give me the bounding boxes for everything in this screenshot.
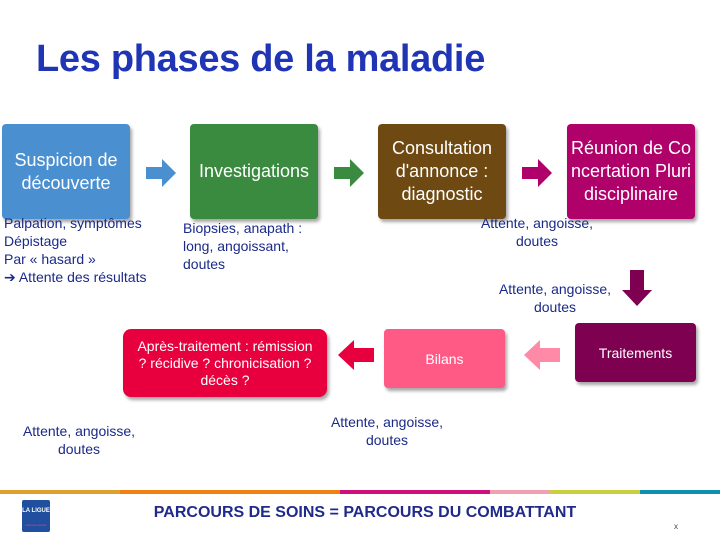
footer-strip — [120, 490, 340, 494]
step-investigations: Investigations — [190, 124, 318, 219]
footer-strip — [640, 490, 720, 494]
footer-strip — [340, 490, 490, 494]
note-suspicion: Palpation, symptômes Dépistage Par « has… — [4, 214, 146, 286]
note-suspicion-line: Palpation, symptômes — [4, 215, 142, 231]
footer-strip — [550, 490, 640, 494]
note-suspicion-line: Par « hasard » — [4, 251, 96, 267]
slide-title: Les phases de la maladie — [36, 38, 486, 80]
note-investigations: Biopsies, anapath : long, angoissant, do… — [183, 220, 303, 272]
step-annonce: Consultation d'annonce : diagnostic — [378, 124, 506, 219]
step-bilans-label: Bilans — [425, 350, 464, 367]
note-suspicion-line: ➔ Attente des résultats — [4, 269, 147, 285]
footer-title: PARCOURS DE SOINS = PARCOURS DU COMBATTA… — [153, 504, 577, 521]
step-bilans: Bilans — [384, 329, 505, 388]
right-arrow-icon — [522, 159, 552, 187]
step-annonce-label: Consultation d'annonce : diagnostic — [391, 138, 493, 204]
note-annonce: Attente, angoisse, doutes — [480, 215, 594, 249]
footer-strip — [490, 490, 550, 494]
down-arrow-icon — [622, 270, 652, 306]
logo-subtext: contre le cancer — [25, 523, 47, 527]
right-arrow-icon — [146, 159, 176, 187]
page-mark: x — [674, 522, 678, 531]
left-arrow-icon — [338, 340, 374, 370]
left-arrow-icon — [524, 340, 560, 370]
note-bilans: Attente, angoisse, doutes — [330, 414, 444, 448]
step-investigations-label: Investigations — [198, 161, 310, 181]
logo-text: LA LIGUE — [22, 508, 50, 514]
footer-strip — [0, 490, 120, 494]
step-apres-label: Après-traitement : rémission ? récidive … — [137, 337, 313, 388]
step-suspicion: Suspicion de découverte — [2, 124, 130, 219]
right-arrow-icon — [334, 159, 364, 187]
note-rcp: Attente, angoisse, doutes — [498, 281, 612, 315]
note-suspicion-line: Dépistage — [4, 233, 68, 249]
step-traitements-label: Traitements — [598, 344, 673, 361]
step-suspicion-label: Suspicion de découverte — [14, 149, 118, 193]
step-traitements: Traitements — [575, 323, 696, 382]
note-apres: Attente, angoisse, doutes — [22, 423, 136, 457]
ligue-logo: LA LIGUE contre le cancer — [22, 500, 50, 532]
step-rcp: Réunion de Concertation Pluridisciplinai… — [567, 124, 695, 219]
step-apres: Après-traitement : rémission ? récidive … — [123, 329, 327, 397]
step-rcp-label: Réunion de Concertation Pluridisciplinai… — [570, 138, 692, 204]
